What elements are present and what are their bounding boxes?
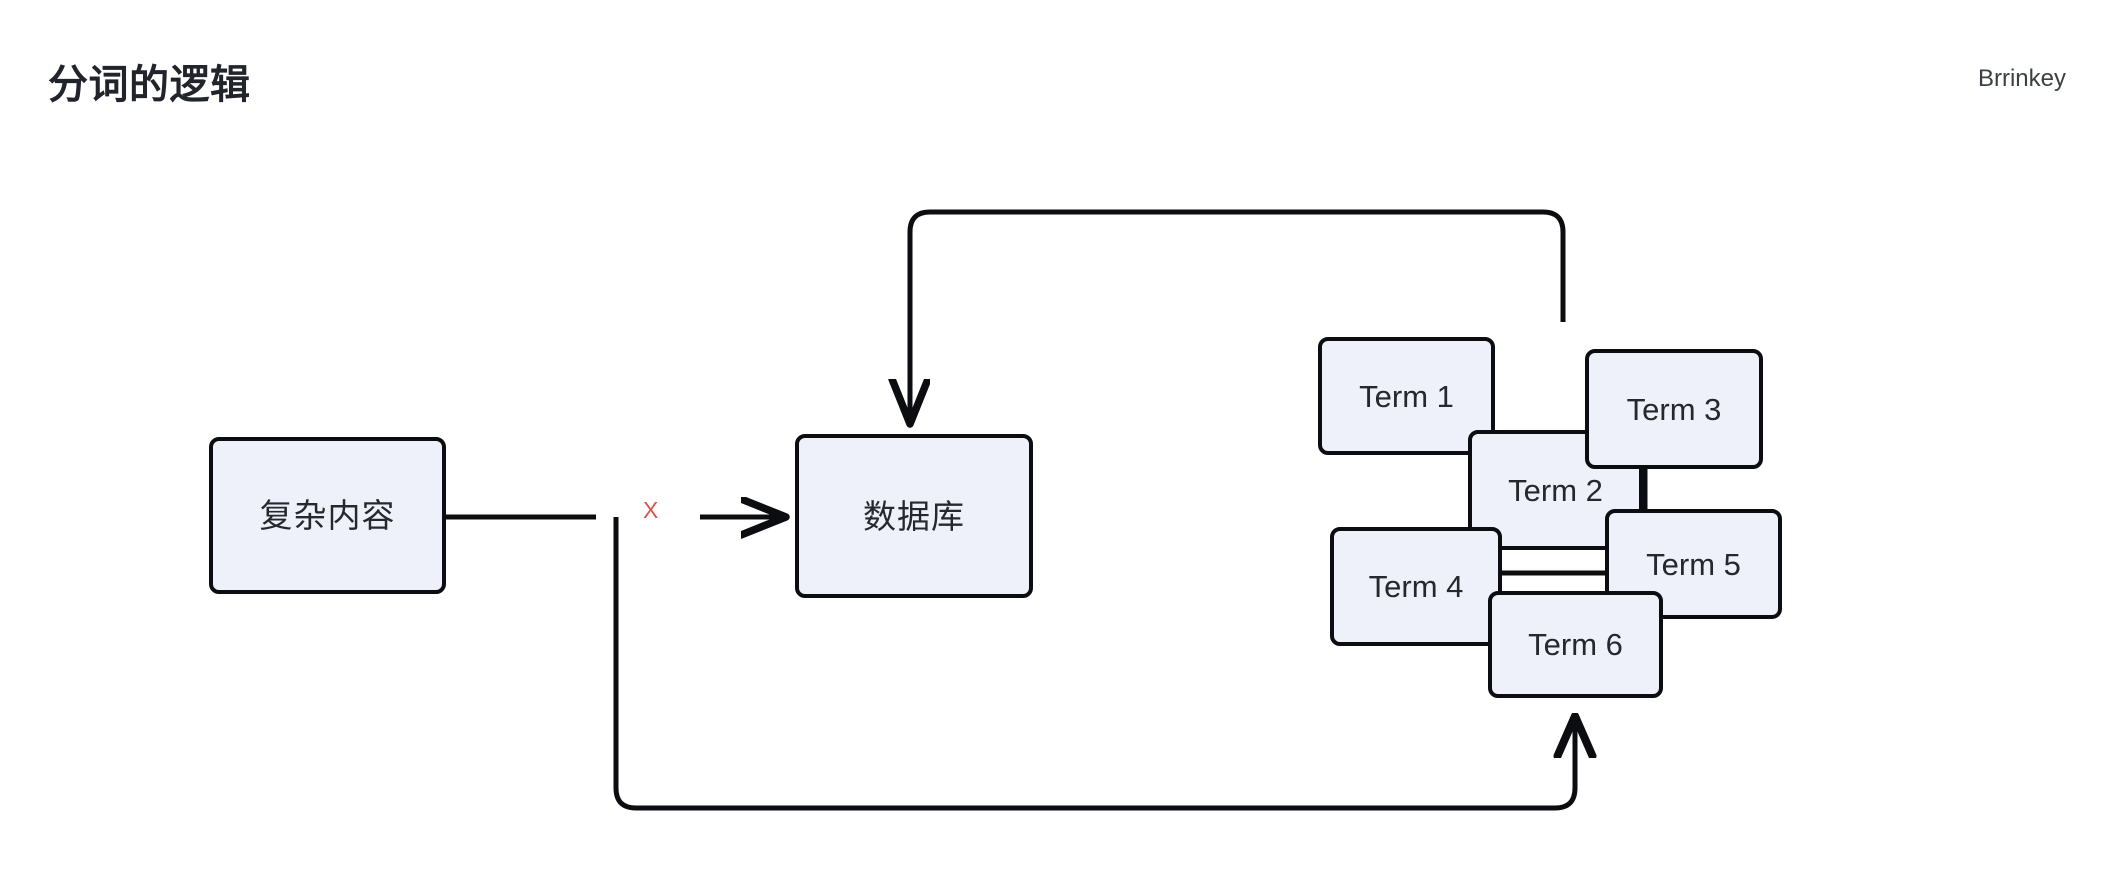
node-term3[interactable]: Term 3: [1585, 349, 1763, 469]
node-source-label: 复杂内容: [259, 497, 396, 534]
node-database[interactable]: 数据库: [795, 434, 1033, 598]
node-term1-label: Term 1: [1359, 378, 1454, 414]
node-term2-label: Term 2: [1508, 472, 1603, 508]
node-term6-label: Term 6: [1528, 627, 1623, 662]
node-term5-label: Term 5: [1646, 546, 1741, 582]
node-database-label: 数据库: [863, 497, 965, 535]
edge-database-top-loop: [907, 209, 1566, 420]
edge-label-x: X: [643, 497, 659, 523]
node-term6[interactable]: Term 6: [1488, 591, 1663, 698]
node-term1[interactable]: Term 1: [1318, 337, 1495, 455]
node-term4[interactable]: Term 4: [1330, 527, 1502, 646]
node-term3-label: Term 3: [1626, 391, 1722, 427]
page-title: 分词的逻辑: [48, 63, 251, 107]
node-source[interactable]: 复杂内容: [209, 437, 446, 594]
node-term4-label: Term 4: [1368, 569, 1464, 604]
author-label: Brrinkey: [1977, 65, 2066, 92]
edge-source-bottom-loop: [613, 516, 1575, 811]
